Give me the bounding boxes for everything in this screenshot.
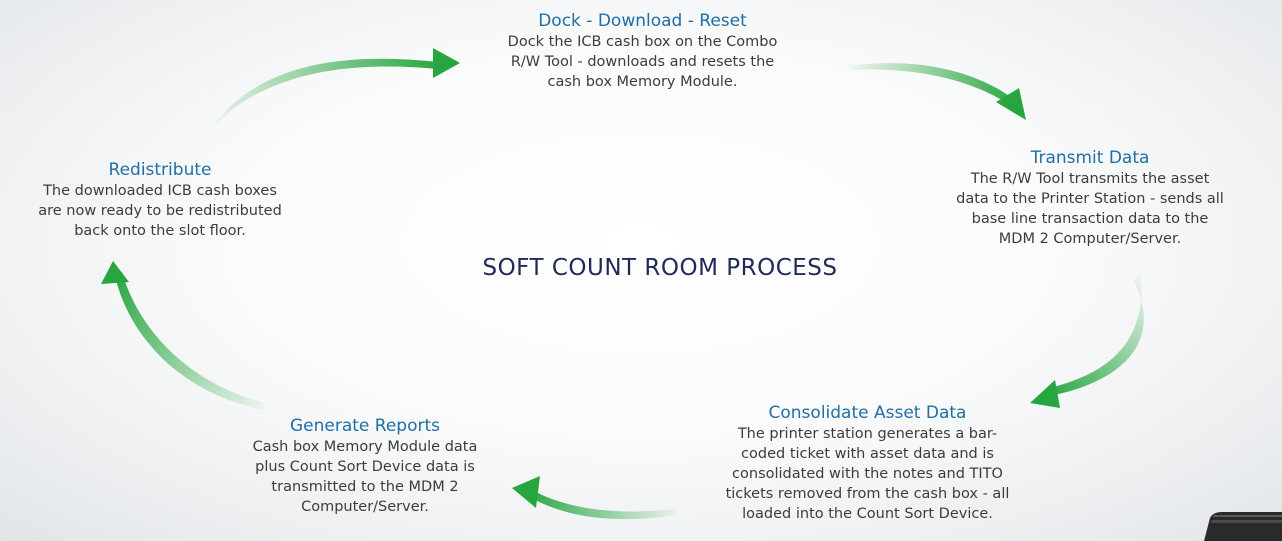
arrow-consolidate-to-reports <box>512 476 678 520</box>
step-transmit-data: Transmit Data The R/W Tool transmits the… <box>910 148 1270 249</box>
count-sort-device-image <box>1204 512 1282 541</box>
step-description-line: plus Count Sort Device data is <box>255 459 475 475</box>
step-title: Generate Reports <box>289 416 440 436</box>
step-description-line: are now ready to be redistributed <box>38 203 282 219</box>
step-description-line: consolidated with the notes and TITO <box>732 466 1003 482</box>
step-description: Cash box Memory Module data plus Count S… <box>205 437 525 517</box>
arrow-transmit-to-consolidate <box>1030 276 1144 408</box>
step-description-line: The printer station generates a bar- <box>737 426 998 442</box>
step-description-line: base line transaction data to the <box>971 211 1209 227</box>
step-description: The R/W Tool transmits the asset data to… <box>910 169 1270 249</box>
arrow-redistribute-to-dock <box>208 48 460 133</box>
step-description-line: Cash box Memory Module data <box>252 439 478 455</box>
step-redistribute: Redistribute The downloaded ICB cash box… <box>0 160 320 241</box>
step-description-line: MDM 2 Computer/Server. <box>998 231 1182 247</box>
step-description-line: cash box Memory Module. <box>547 74 738 90</box>
step-description-line: coded ticket with asset data and is <box>741 446 994 462</box>
step-consolidate-asset-data: Consolidate Asset Data The printer stati… <box>680 403 1055 524</box>
step-description-line: The R/W Tool transmits the asset <box>970 171 1210 187</box>
step-description-line: tickets removed from the cash box - all <box>725 486 1010 502</box>
arrow-reports-to-redistribute <box>101 261 265 410</box>
step-title: Consolidate Asset Data <box>768 403 967 423</box>
arrow-dock-to-transmit <box>848 63 1026 120</box>
step-description-line: back onto the slot floor. <box>74 223 246 239</box>
step-title: Dock - Download - Reset <box>538 11 747 31</box>
step-generate-reports: Generate Reports Cash box Memory Module … <box>205 416 525 517</box>
step-description-line: Computer/Server. <box>301 499 429 515</box>
step-description-line: data to the Printer Station - sends all <box>956 191 1224 207</box>
step-description-line: R/W Tool - downloads and resets the <box>510 54 775 70</box>
step-description-line: transmitted to the MDM 2 <box>271 479 459 495</box>
diagram-title: SOFT COUNT ROOM PROCESS <box>482 255 838 281</box>
step-description-line: Dock the ICB cash box on the Combo <box>507 34 778 50</box>
step-description: Dock the ICB cash box on the Combo R/W T… <box>450 32 835 92</box>
step-description: The downloaded ICB cash boxes are now re… <box>0 181 320 241</box>
step-description-line: loaded into the Count Sort Device. <box>742 506 993 522</box>
step-dock-download-reset: Dock - Download - Reset Dock the ICB cas… <box>450 11 835 92</box>
step-description-line: The downloaded ICB cash boxes <box>43 183 277 199</box>
step-description: The printer station generates a bar- cod… <box>680 424 1055 524</box>
step-title: Transmit Data <box>1030 148 1150 168</box>
step-title: Redistribute <box>108 160 212 180</box>
